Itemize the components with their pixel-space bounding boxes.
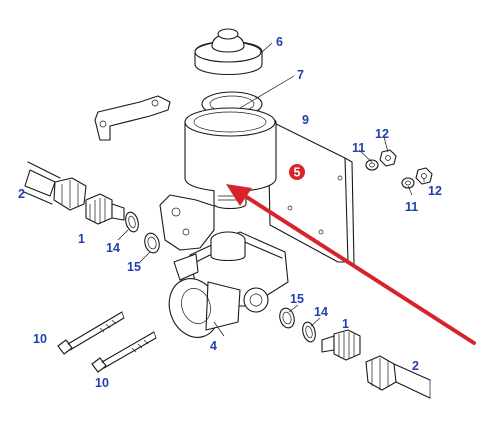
callout-9: 9 [302,113,309,127]
highlight-arrow [226,184,476,345]
callout-11-lower: 11 [405,200,418,214]
washer-upper [365,159,379,171]
callout-11-upper: 11 [352,141,365,155]
callout-2-right: 2 [412,359,419,373]
callout-14-right: 14 [314,305,328,319]
left-seal-15 [144,232,160,254]
callout-labels: 6 7 9 12 11 5 12 11 2 1 14 15 10 4 15 14… [18,35,442,390]
left-hydraulic-line [23,161,87,211]
callout-2-left: 2 [18,187,25,201]
washer-lower [401,177,415,189]
nut-upper [379,149,397,167]
mounting-bracket [94,95,355,265]
leader-lines [117,42,425,337]
bolt-upper [57,311,125,355]
reservoir-bowl [184,107,277,210]
right-hydraulic-line [365,355,431,399]
callout-15-left: 15 [127,260,141,274]
callout-14-left: 14 [106,241,120,255]
reservoir-cap [194,28,263,76]
right-seal-15 [279,307,295,329]
callout-12-upper: 12 [375,127,389,141]
right-adapter-fitting [321,329,361,361]
highlight-badge [289,164,305,180]
right-seal-14 [302,321,316,343]
callout-12-lower: 12 [428,184,442,198]
pump-housing [168,278,241,338]
callout-4: 4 [210,339,217,353]
callout-10-lower: 10 [95,376,109,390]
callout-7: 7 [297,68,304,82]
callout-1-left: 1 [78,232,85,246]
callout-1-right: 1 [342,317,349,331]
bolt-lower [91,331,157,373]
callout-10-upper: 10 [33,332,47,346]
callout-5: 5 [294,166,301,180]
left-adapter-fitting [85,193,125,225]
nut-lower [415,167,433,185]
left-seal-14 [125,211,139,233]
callout-15-right: 15 [290,292,304,306]
callout-6: 6 [276,35,283,49]
